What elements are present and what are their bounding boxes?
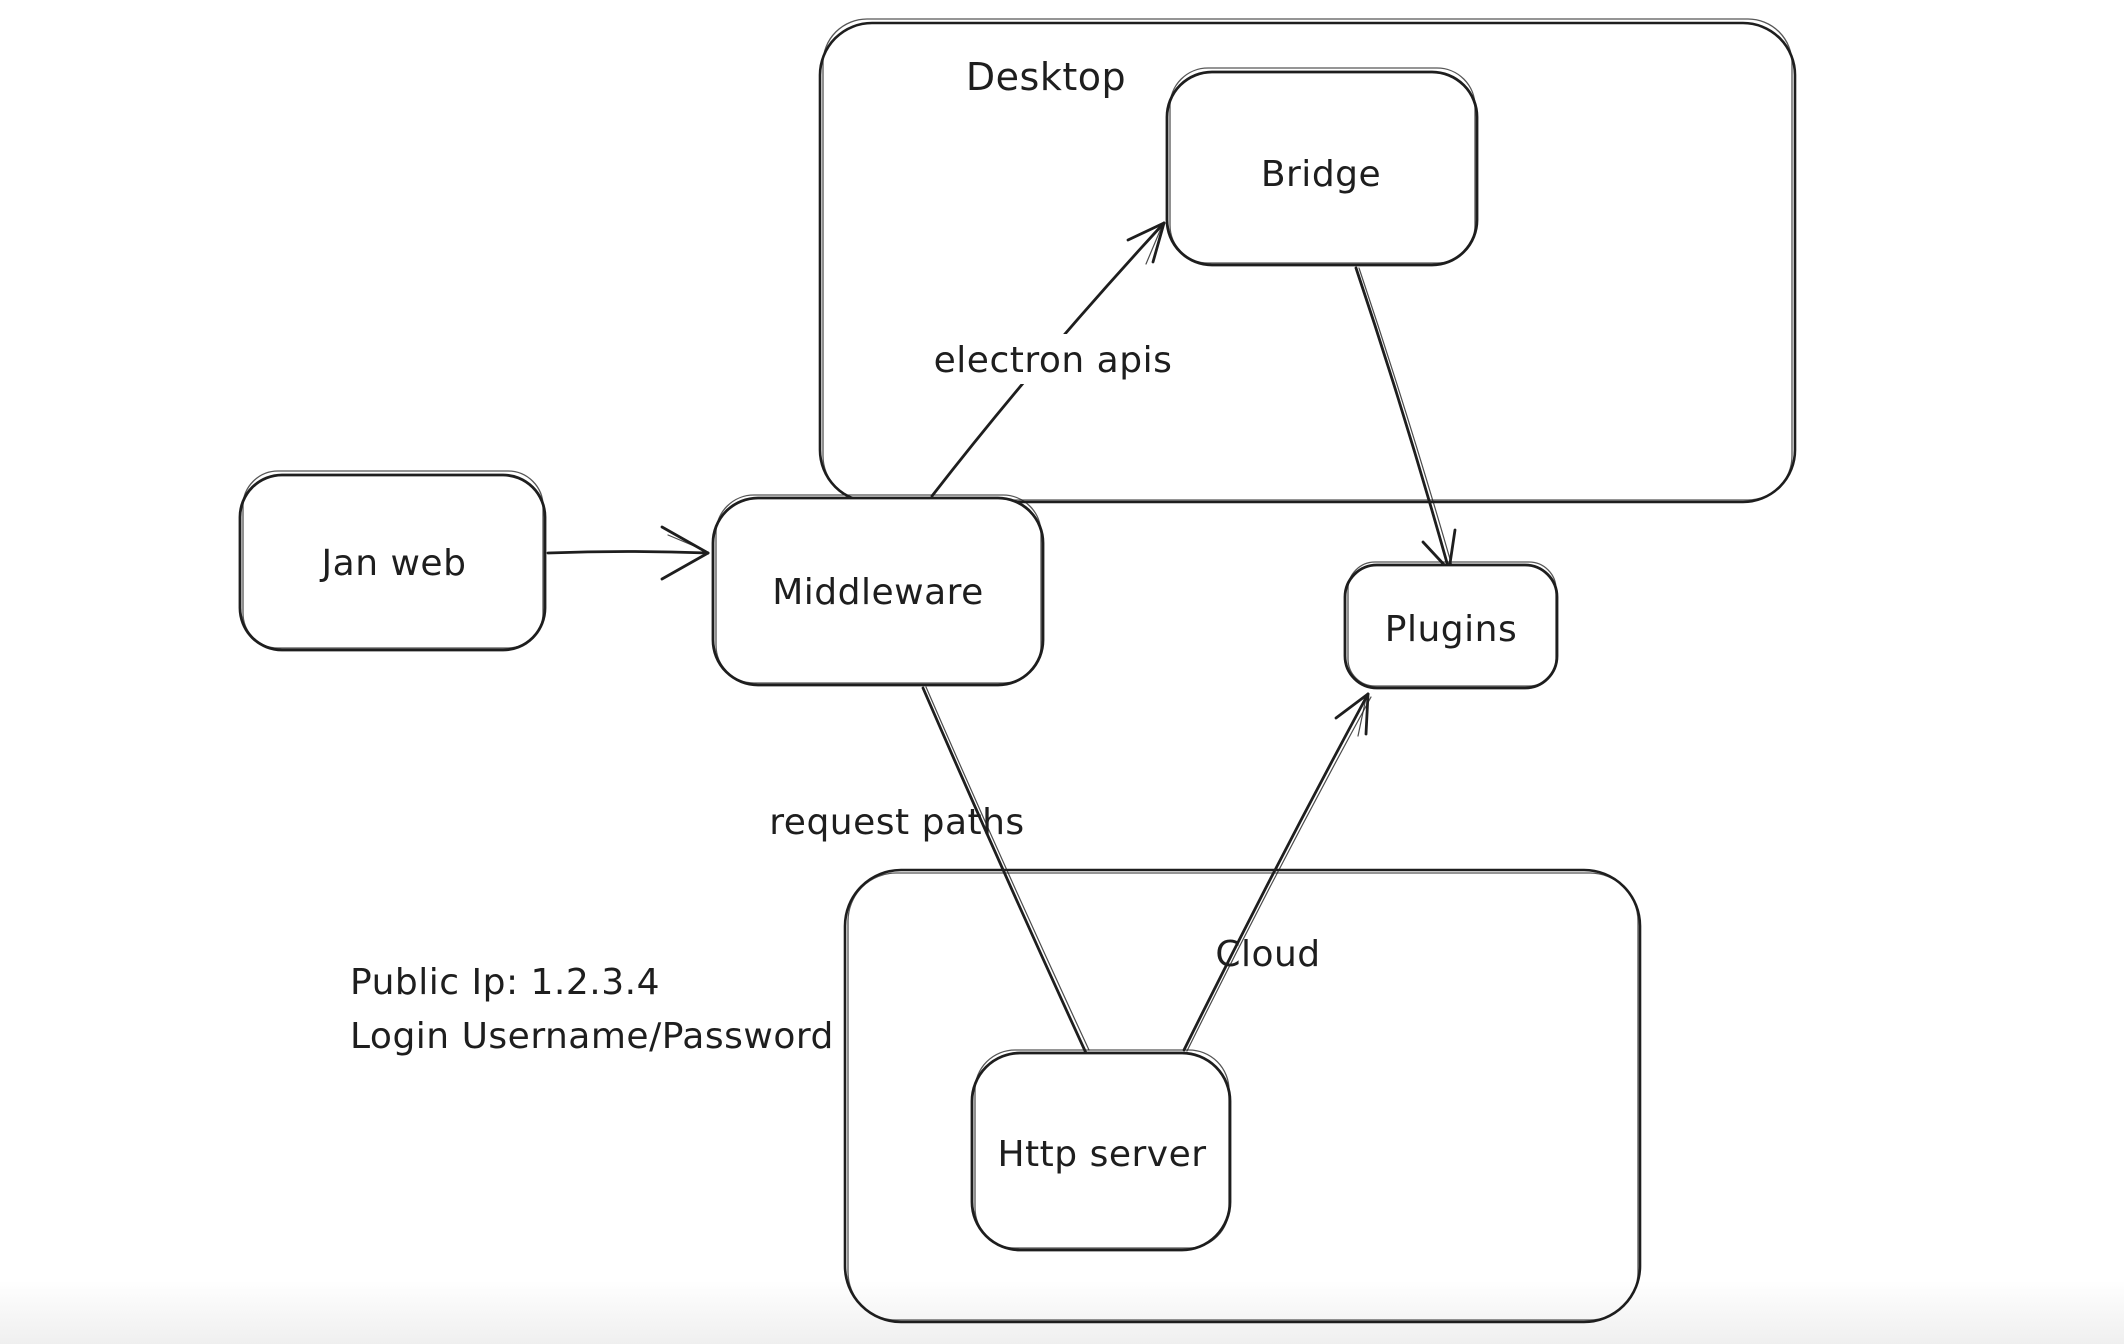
node-plugins[interactable] xyxy=(1343,561,1559,690)
container-cloud-sketch-stroke xyxy=(847,872,1639,1321)
arrowhead-sketch xyxy=(667,534,707,552)
edge-label-electron-apis: electron apis xyxy=(934,340,1173,381)
container-cloud[interactable] xyxy=(843,868,1642,1324)
edge-janweb-middleware[interactable] xyxy=(546,525,710,581)
node-plugins-sketch-stroke xyxy=(1347,561,1557,687)
jan-web-label: Jan web xyxy=(320,543,467,584)
http-server-label: Http server xyxy=(997,1134,1206,1175)
cloud-container-label: Cloud xyxy=(1215,934,1320,975)
edge-httpserver-plugins[interactable] xyxy=(1182,692,1372,1052)
container-desktop[interactable] xyxy=(818,18,1797,504)
arrowhead xyxy=(1447,528,1457,572)
node-http-server[interactable] xyxy=(970,1049,1232,1252)
node-bridge[interactable] xyxy=(1165,67,1479,267)
annotation-public-ip: Public Ip: 1.2.3.4 xyxy=(350,962,660,1003)
arrowhead-sketch xyxy=(1145,225,1163,265)
middleware-label: Middleware xyxy=(772,572,984,613)
node-middleware[interactable] xyxy=(711,494,1045,687)
edge-label-request-paths: request paths xyxy=(769,802,1024,843)
desktop-container-label: Desktop xyxy=(966,55,1126,99)
node-middleware-sketch-stroke xyxy=(715,494,1042,684)
node-http-server-sketch-stroke xyxy=(974,1049,1230,1249)
node-jan-web[interactable] xyxy=(238,470,547,652)
arrowhead xyxy=(1126,221,1166,242)
container-desktop-sketch-stroke xyxy=(822,18,1793,501)
node-jan-web-sketch-stroke xyxy=(242,470,544,649)
plugins-label: Plugins xyxy=(1385,609,1517,650)
annotation-login: Login Username/Password xyxy=(350,1016,834,1057)
node-bridge-sketch-stroke xyxy=(1169,67,1476,264)
arrowhead xyxy=(1334,692,1370,720)
edge-bridge-plugins[interactable] xyxy=(1354,266,1457,572)
edge-middleware-httpserver[interactable] xyxy=(921,686,1090,1055)
arrowhead xyxy=(660,551,710,581)
arrowhead xyxy=(1364,692,1370,736)
electron-apis-label-backing xyxy=(916,334,1190,384)
bridge-label: Bridge xyxy=(1261,154,1381,195)
arrowhead-sketch xyxy=(1357,697,1367,737)
arrowhead xyxy=(1151,221,1166,264)
